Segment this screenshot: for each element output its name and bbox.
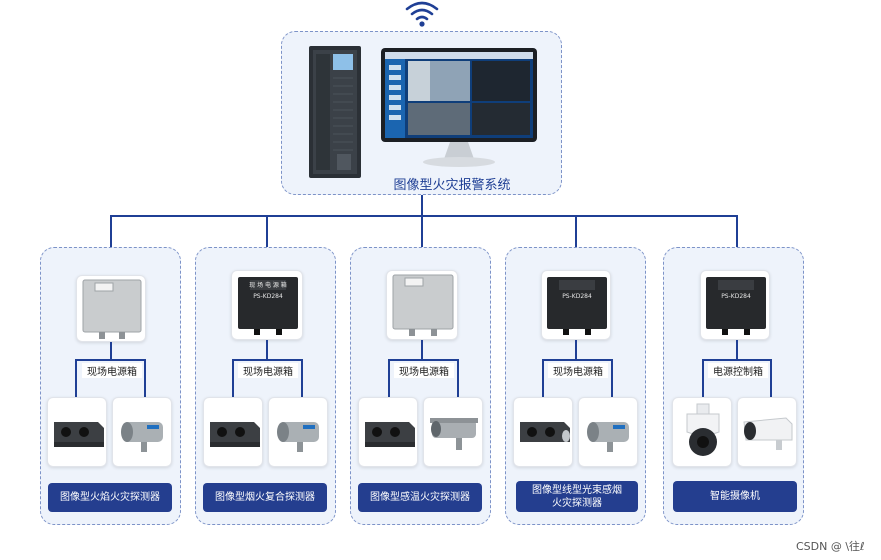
box-camera-icon bbox=[520, 422, 570, 442]
temp-detector-housing-3 bbox=[423, 397, 483, 467]
power-box-label-3: 现场电源箱 bbox=[394, 363, 454, 378]
box-panel-model: PS-KD284 bbox=[721, 293, 751, 300]
device-label-2: 图像型烟火复合探测器 bbox=[203, 483, 327, 512]
device-label-1: 图像型火焰火灾探测器 bbox=[48, 483, 172, 512]
power-box-icon bbox=[706, 277, 766, 335]
junction-box-icon bbox=[392, 274, 454, 336]
box-panel-model: PS-KD284 bbox=[562, 293, 592, 300]
system-title: 图像型火灾报警系统 bbox=[393, 178, 511, 193]
bus-line bbox=[110, 215, 737, 217]
dome-camera-icon bbox=[686, 403, 720, 456]
housing-camera-icon bbox=[121, 422, 163, 452]
box-camera-icon bbox=[54, 422, 104, 447]
server-cabinet-icon bbox=[309, 46, 361, 178]
housing-camera-icon bbox=[587, 422, 629, 452]
trunk-line bbox=[421, 195, 423, 216]
junction-box-4: PS-KD284 bbox=[541, 270, 611, 340]
speed-dome-camera-5 bbox=[672, 397, 732, 467]
housing-camera-icon bbox=[430, 418, 478, 450]
power-box-icon bbox=[238, 277, 298, 335]
power-control-box-label-5: 电源控制箱 bbox=[708, 363, 768, 378]
junction-box-3 bbox=[386, 270, 458, 340]
flame-detector-camera-1 bbox=[47, 397, 107, 467]
junction-box-5: PS-KD284 bbox=[700, 270, 770, 340]
power-box-icon bbox=[547, 277, 607, 335]
junction-box-icon bbox=[82, 279, 142, 339]
power-box-label-1: 现场电源箱 bbox=[82, 363, 142, 378]
power-box-label-4: 现场电源箱 bbox=[548, 363, 608, 378]
box-camera-icon bbox=[365, 422, 415, 447]
wifi-icon bbox=[405, 1, 439, 27]
temp-detector-camera-3 bbox=[358, 397, 418, 467]
smoke-fire-detector-housing-2 bbox=[268, 397, 328, 467]
junction-box-2: 现 场 电 源 箱 PS-KD284 bbox=[231, 270, 303, 340]
device-label-4: 图像型线型光束感烟 火灾探测器 bbox=[516, 481, 638, 512]
housing-camera-icon bbox=[277, 422, 319, 452]
bullet-camera-5 bbox=[737, 397, 797, 467]
box-camera-icon bbox=[210, 422, 260, 447]
smoke-fire-detector-camera-2 bbox=[203, 397, 263, 467]
junction-box-1 bbox=[76, 275, 146, 342]
beam-smoke-detector-housing-4 bbox=[578, 397, 638, 467]
box-panel-text: 现 场 电 源 箱 bbox=[249, 282, 287, 289]
monitor-icon bbox=[381, 48, 537, 167]
box-panel-model: PS-KD284 bbox=[253, 293, 283, 300]
power-box-label-2: 现场电源箱 bbox=[238, 363, 298, 378]
watermark: CSDN @ \往ℓ bbox=[796, 540, 865, 553]
bullet-camera-icon bbox=[743, 417, 793, 450]
flame-detector-housing-1 bbox=[112, 397, 172, 467]
device-label-5: 智能摄像机 bbox=[673, 481, 797, 512]
beam-smoke-detector-camera-4 bbox=[513, 397, 573, 467]
device-label-3: 图像型感温火灾探测器 bbox=[358, 483, 482, 512]
